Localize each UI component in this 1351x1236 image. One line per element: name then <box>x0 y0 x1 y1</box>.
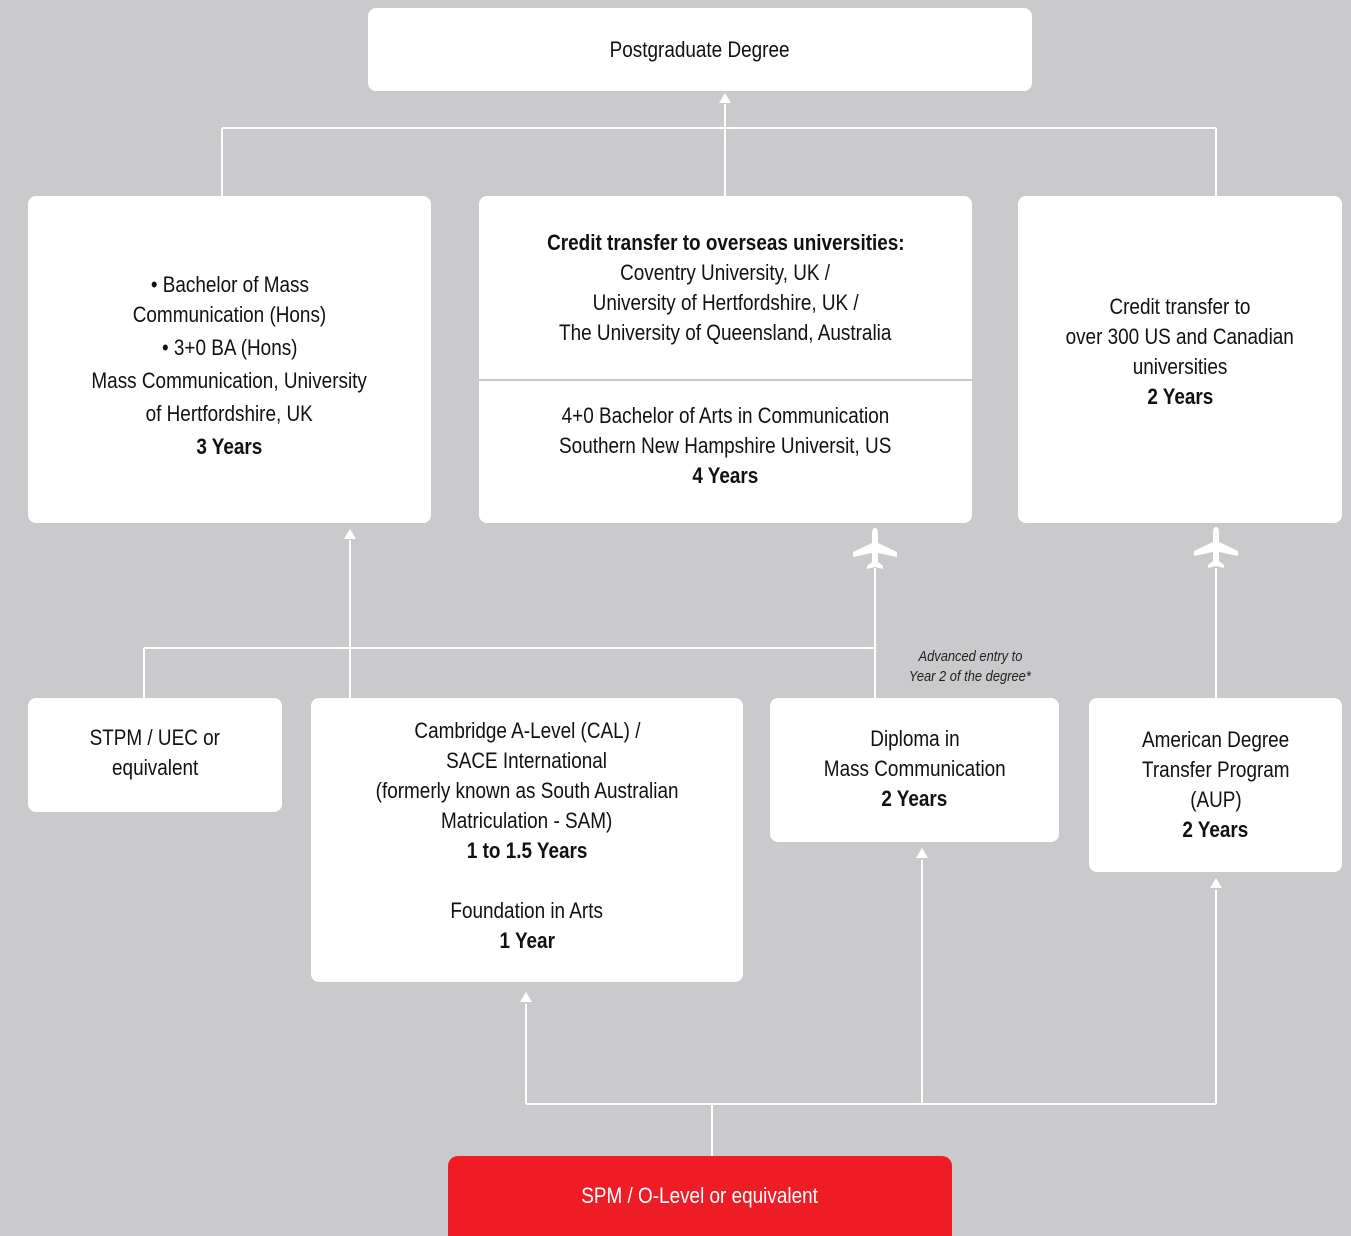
cal-line: Matriculation - SAM) <box>441 808 613 833</box>
left-degree-line: Communication (Hons) <box>132 301 327 327</box>
advanced-entry-line: Advanced entry to <box>917 648 1022 665</box>
section-divider <box>479 379 972 381</box>
stpm-line: equivalent <box>111 755 199 780</box>
overseas-university-line: Coventry University, UK / <box>620 260 831 285</box>
cal-duration: 1 to 1.5 Years <box>466 838 588 863</box>
us-canadian-credit-transfer-box: Credit transfer to over 300 US and Canad… <box>1018 196 1342 523</box>
diploma-line: Mass Communication <box>823 756 1006 781</box>
us-credit-line: universities <box>1132 353 1228 379</box>
overseas-universities-section: Credit transfer to overseas universities… <box>479 228 972 348</box>
american-degree-transfer-box: American Degree Transfer Program (AUP) 2… <box>1089 698 1342 872</box>
spm-label: SPM / O-Level or equivalent <box>581 1183 819 1208</box>
spm-o-level-box: SPM / O-Level or equivalent <box>448 1156 952 1236</box>
cal-line: Cambridge A-Level (CAL) / <box>413 718 641 743</box>
foundation-arts-label: Foundation in Arts <box>450 898 604 923</box>
overseas-university-line: The University of Queensland, Australia <box>559 320 892 345</box>
airplane-icon <box>1194 527 1238 568</box>
left-degree-line: of Hertfordshire, UK <box>145 400 314 426</box>
up-arrow-icon <box>344 529 356 539</box>
left-degree-line: Mass Communication, University <box>91 367 368 393</box>
left-degree-duration: 3 Years <box>196 433 263 459</box>
stpm-uec-box: STPM / UEC or equivalent <box>28 698 282 812</box>
up-arrow-icon <box>916 848 928 858</box>
stpm-line: STPM / UEC or <box>89 725 221 750</box>
snhu-line: Southern New Hampshire Universit, US <box>559 433 892 458</box>
adtp-line: Transfer Program <box>1141 757 1290 782</box>
overseas-credit-transfer-box: Credit transfer to overseas universities… <box>479 196 972 523</box>
postgraduate-degree-box: Postgraduate Degree <box>368 8 1032 91</box>
snhu-duration: 4 Years <box>692 463 759 488</box>
advanced-entry-note: Advanced entry to Year 2 of the degree* <box>880 647 1060 687</box>
left-degree-line: • Bachelor of Mass <box>150 271 309 297</box>
overseas-university-line: University of Hertfordshire, UK / <box>592 290 859 315</box>
diploma-mass-communication-box: Diploma in Mass Communication 2 Years <box>770 698 1059 842</box>
us-credit-line: over 300 US and Canadian <box>1065 323 1295 349</box>
adtp-line: American Degree <box>1141 727 1290 752</box>
cambridge-a-level-box: Cambridge A-Level (CAL) / SACE Internati… <box>311 698 743 982</box>
overseas-heading: Credit transfer to overseas universities… <box>546 230 905 255</box>
airplane-icon <box>853 528 897 569</box>
foundation-duration: 1 Year <box>499 928 555 953</box>
cal-line: (formerly known as South Australian <box>375 778 679 803</box>
adtp-duration: 2 Years <box>1182 817 1249 842</box>
postgraduate-degree-label: Postgraduate Degree <box>610 36 790 62</box>
snhu-line: 4+0 Bachelor of Arts in Communication <box>561 403 890 428</box>
adtp-line: (AUP) <box>1189 787 1242 812</box>
us-credit-line: Credit transfer to <box>1109 293 1251 319</box>
up-arrow-icon <box>1210 878 1222 888</box>
up-arrow-icon <box>719 93 731 103</box>
diploma-duration: 2 Years <box>881 786 948 811</box>
diploma-line: Diploma in <box>869 726 960 751</box>
left-degree-line: • 3+0 BA (Hons) <box>161 334 298 360</box>
bachelor-mass-communication-box: • Bachelor of Mass Communication (Hons) … <box>28 196 431 523</box>
advanced-entry-line: Year 2 of the degree* <box>909 668 1031 685</box>
cal-line: SACE International <box>446 748 608 773</box>
us-credit-duration: 2 Years <box>1147 383 1213 409</box>
up-arrow-icon <box>520 992 532 1002</box>
snhu-section: 4+0 Bachelor of Arts in Communication So… <box>479 401 972 491</box>
